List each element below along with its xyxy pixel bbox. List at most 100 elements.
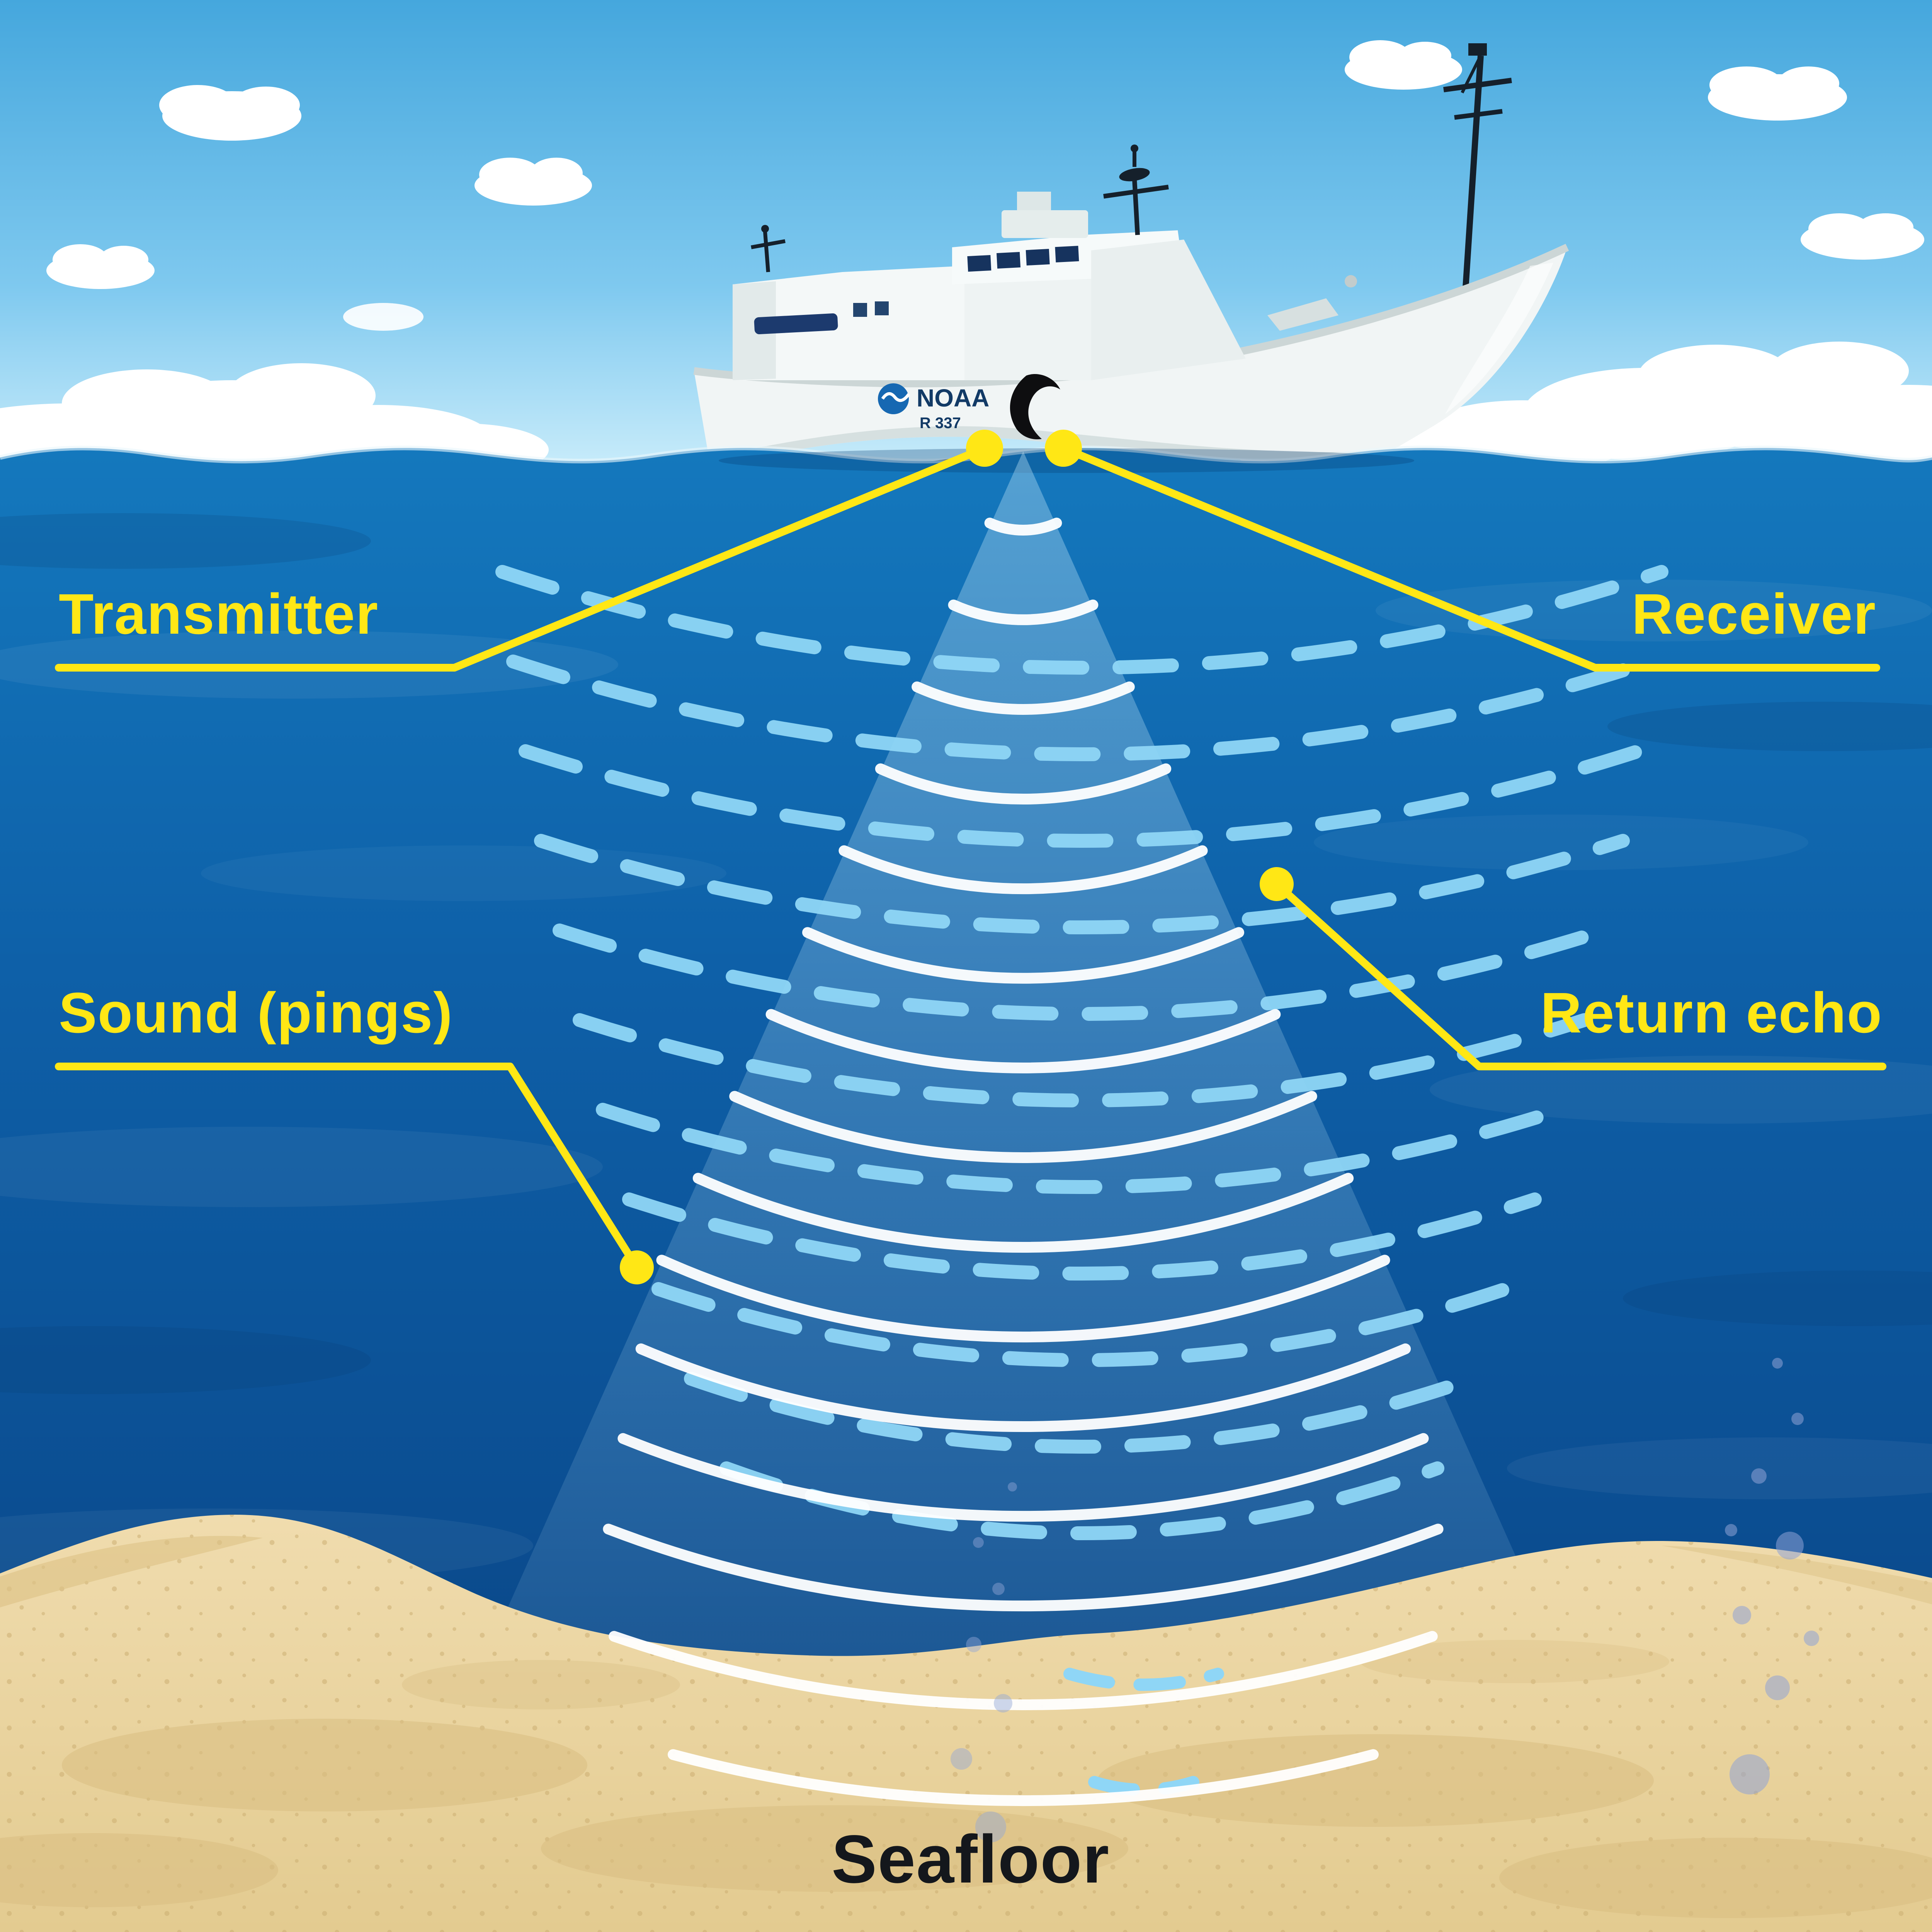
sand-patch [62, 1719, 587, 1811]
cloud-puff [1858, 213, 1913, 241]
cloud-small-3 [474, 158, 592, 206]
ping-arc [838, 845, 1208, 895]
cloud-small-2 [46, 244, 155, 289]
window [875, 301, 889, 315]
cloud-puff [99, 246, 148, 274]
bubble [994, 1694, 1012, 1713]
echo-arc [596, 1103, 1568, 1194]
cloud-small-5 [1801, 213, 1924, 260]
receiver-label: Receiver [1632, 582, 1876, 646]
radar-mast [1103, 145, 1169, 235]
seafloor-sand [0, 1515, 1932, 1932]
stern-block [733, 266, 964, 380]
echo-arc [651, 1282, 1512, 1367]
bubble [1804, 1631, 1819, 1646]
bubble [1008, 1482, 1017, 1492]
bird-marking [1010, 374, 1060, 439]
bubble [1725, 1524, 1737, 1536]
seafloor-label: Seafloor [832, 1821, 1110, 1897]
transmitter-label: Transmitter [59, 582, 379, 646]
cloud-small-1 [159, 85, 301, 141]
window [853, 303, 867, 317]
radar-tip [1131, 145, 1138, 152]
cloud-puff [227, 363, 376, 428]
deck-hatch [1267, 298, 1338, 331]
bubble [1730, 1754, 1770, 1794]
mast-crossbar [1443, 78, 1512, 92]
bubbles-center [951, 1482, 1017, 1842]
sound-pings-label: Sound (pings) [59, 981, 453, 1045]
cloud-puff [1399, 42, 1451, 70]
dune-shadow [0, 1536, 263, 1607]
stern-mast-bar [751, 239, 786, 249]
sonar-cone [439, 451, 1607, 1762]
hull-number: R 337 [920, 415, 961, 432]
bow-highlight [1445, 263, 1553, 414]
bubble [1765, 1675, 1790, 1700]
cloud-puff [62, 369, 232, 437]
noaa-logo-circle [878, 383, 909, 414]
bubble [1791, 1413, 1804, 1425]
stern-block-shade [733, 281, 776, 380]
receiver-point [1045, 430, 1082, 467]
transmitter-point [966, 430, 1003, 467]
stern-mast-pole [763, 231, 770, 272]
mast-top-box [1468, 43, 1487, 56]
sound-pings-pointer-line [55, 1063, 641, 1271]
stern-window-band [754, 313, 838, 335]
cabin-top [1017, 192, 1051, 210]
cloud-small-6 [1345, 40, 1462, 90]
mast-pole [1462, 55, 1484, 294]
ping-arc [603, 1524, 1444, 1612]
ship-name: NOAA [917, 384, 989, 412]
water-streak [1430, 1056, 1932, 1124]
water-streak [1314, 815, 1808, 870]
return-echo-label: Return echo [1541, 981, 1883, 1045]
bubble [1772, 1358, 1783, 1369]
ping-arc [729, 1091, 1317, 1163]
bubbles-right [1725, 1358, 1819, 1794]
cloud-puff [1770, 342, 1909, 400]
noaa-gull-icon [881, 392, 910, 402]
ship: NOAA R 337 [693, 43, 1569, 470]
echo-arc-stub [1088, 1776, 1199, 1796]
superstructure [733, 145, 1338, 380]
sound-pings-point [620, 1250, 654, 1284]
cloud-puff [1709, 66, 1784, 104]
cloud-small-4 [1708, 66, 1847, 121]
cloud-puff [343, 303, 423, 331]
ping-arc [635, 1343, 1411, 1432]
water-streak [1376, 580, 1932, 641]
fore-structure [1091, 240, 1246, 380]
mast-crossbar [1454, 109, 1503, 120]
ping-arc [875, 763, 1172, 804]
bridge-windows [967, 246, 1079, 272]
ping-arc [609, 1631, 1438, 1710]
bubble [1776, 1532, 1804, 1560]
stern-mast-tip [761, 225, 769, 233]
bubble [992, 1583, 1005, 1595]
water-streak [1507, 1437, 1932, 1499]
ping-arc [765, 1009, 1281, 1073]
noaa-logo-icon [878, 383, 910, 414]
return-echo-pointer-line [1273, 880, 1886, 1070]
bridge-window [1055, 246, 1079, 263]
bubble [951, 1748, 972, 1770]
bubble [975, 1811, 1006, 1842]
echo-arc [506, 655, 1658, 761]
water-streak-dark [0, 1326, 371, 1394]
cloud-puff [479, 158, 541, 192]
receiver-pointer-line [1060, 444, 1880, 672]
cloud-puff [53, 244, 108, 275]
hull-bottom-shade [709, 426, 1372, 470]
return-echo-point [1260, 867, 1294, 901]
echo-arc [573, 1013, 1591, 1107]
bubble [1733, 1606, 1751, 1624]
transmitter-pointer-line [55, 444, 988, 672]
ship-hull [694, 247, 1567, 470]
cabin [1002, 210, 1088, 238]
echo-arc [534, 834, 1630, 934]
bridge-window [997, 252, 1021, 269]
ping-arc [802, 927, 1244, 984]
